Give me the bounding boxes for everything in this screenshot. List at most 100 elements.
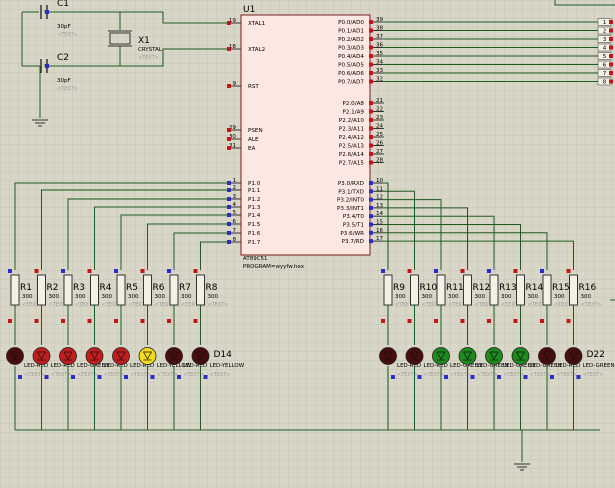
led-text: <TEXT>: [24, 372, 45, 378]
resistor-text: <TEXT>: [181, 302, 202, 308]
mcu-pin-marker: [369, 214, 373, 219]
resistor-ref: R12: [473, 283, 491, 293]
connector-marker: [609, 37, 613, 41]
crystal-ref: X1: [138, 36, 150, 46]
mcu-pin-name-r9: P2.1/A9: [342, 110, 364, 116]
mcu-pin-name-r4: P0.4/AD4: [338, 54, 364, 60]
connector-marker: [609, 71, 613, 75]
led-ref: D14: [214, 350, 233, 360]
crystal-part: CRYSTAL: [138, 47, 163, 53]
mcu-pin-number: 31: [229, 143, 237, 149]
mcu-pin-name-r17: P3.1/TXD: [338, 189, 364, 195]
mcu-pin-name-12: P1.6: [248, 231, 261, 237]
cap-ref: C1: [57, 0, 69, 9]
p1-wire: [41, 189, 229, 270]
mcu-pin-name-r13: P2.5/A13: [339, 144, 365, 150]
resistor-value: 300: [501, 294, 512, 300]
led-diode-symbol: [169, 351, 179, 360]
connector-pin-number: 6: [603, 63, 607, 69]
led-label: LED-RED: [424, 363, 448, 369]
led-label: LED-GREEN: [77, 363, 109, 369]
cap-ground-wire: [21, 12, 40, 67]
resistor-ref: R7: [179, 283, 191, 293]
resistor-bottom-marker: [193, 319, 198, 323]
p3-wire: [382, 232, 548, 270]
led-off: [165, 347, 183, 365]
resistor-bottom-marker: [381, 319, 385, 323]
p3-wire: [382, 207, 468, 270]
resistor-top-marker: [61, 269, 65, 273]
mcu-pin-name-r5: P0.5/AD5: [338, 63, 364, 69]
led-text: <TEXT>: [556, 372, 577, 378]
led-label: LED-GREEN: [503, 363, 535, 369]
mcu-pin-number: 38: [376, 26, 384, 32]
resistor-body: [542, 274, 552, 306]
led-off: [564, 347, 583, 365]
resistor-bottom-marker: [487, 319, 491, 323]
connector-pin-number: 7: [603, 71, 607, 77]
mcu-pin-marker: [227, 84, 231, 88]
connector-pin-number: 1: [603, 20, 607, 26]
mcu-pin-marker: [369, 160, 373, 165]
led-marker: [391, 375, 395, 379]
p1-wire: [94, 206, 229, 270]
mcu-pin-number: 39: [376, 17, 384, 23]
cap-marker: [45, 64, 49, 68]
resistor-bottom-marker: [34, 319, 39, 323]
mcu-pin-number: 4: [232, 202, 236, 208]
led-diode-symbol: [515, 351, 526, 360]
resistor-text: <TEXT>: [581, 302, 602, 308]
led-text: <TEXT>: [104, 372, 125, 378]
led-label: LED-RED: [556, 363, 580, 369]
mcu-pin-name-r16: P3.0/RXD: [338, 181, 364, 187]
led-marker: [124, 375, 128, 379]
led-marker: [97, 375, 102, 379]
mcu-pin-name-5: EA: [248, 146, 256, 152]
mcu-pin-name-0: XTAL1: [248, 21, 266, 27]
resistor-bottom-marker: [434, 319, 438, 323]
led-diode-symbol: [63, 351, 73, 360]
resistor-text: <TEXT>: [75, 302, 96, 308]
resistor-value: 300: [75, 294, 86, 300]
resistor-text: <TEXT>: [422, 302, 443, 308]
mcu-pin-marker: [369, 126, 373, 131]
mcu-pin-marker: [227, 128, 231, 132]
cap-text: <TEXT>: [57, 86, 78, 92]
led-diode-symbol: [462, 351, 473, 360]
mcu-pin-number: 32: [376, 77, 383, 83]
mcu-pin-number: 13: [376, 203, 384, 209]
mcu-pin-marker: [369, 189, 373, 194]
p3-wire: [382, 190, 415, 270]
resistor-value: 300: [528, 294, 539, 300]
led-text: <TEXT>: [51, 372, 72, 378]
led-diode-symbol: [36, 351, 47, 360]
led-off: [6, 347, 24, 365]
resistor-ref: R1: [20, 283, 32, 293]
mcu-pin-marker: [369, 152, 373, 156]
p3-wire: [382, 199, 442, 270]
mcu-pin-name-r21: P3.5/T1: [343, 223, 365, 229]
led-marker: [444, 375, 448, 379]
resistor-bottom-marker: [140, 319, 145, 323]
mcu-pin-number: 12: [376, 195, 383, 201]
mcu-pin-marker: [227, 146, 231, 150]
resistor-ref: R4: [100, 283, 112, 293]
led-marker: [497, 375, 501, 379]
mcu-pin-marker: [369, 37, 373, 41]
resistor-text: <TEXT>: [128, 302, 149, 308]
mcu-pin-number: 22: [376, 107, 383, 113]
mcu-pin-marker: [369, 205, 373, 210]
mcu-pin-number: 21: [376, 98, 384, 104]
led-diode-symbol: [195, 351, 206, 360]
resistor-text: <TEXT>: [395, 302, 416, 308]
mcu-pin-name-8: P1.2: [248, 197, 260, 203]
led-diode-symbol: [10, 351, 20, 360]
resistor-text: <TEXT>: [448, 302, 469, 308]
mcu-pin-name-r1: P0.1/AD1: [338, 29, 364, 35]
led-diode-symbol: [409, 351, 420, 360]
led-diode-symbol: [89, 351, 100, 360]
led-diode-symbol: [116, 351, 126, 360]
connector-pin-number: 5: [603, 54, 607, 60]
